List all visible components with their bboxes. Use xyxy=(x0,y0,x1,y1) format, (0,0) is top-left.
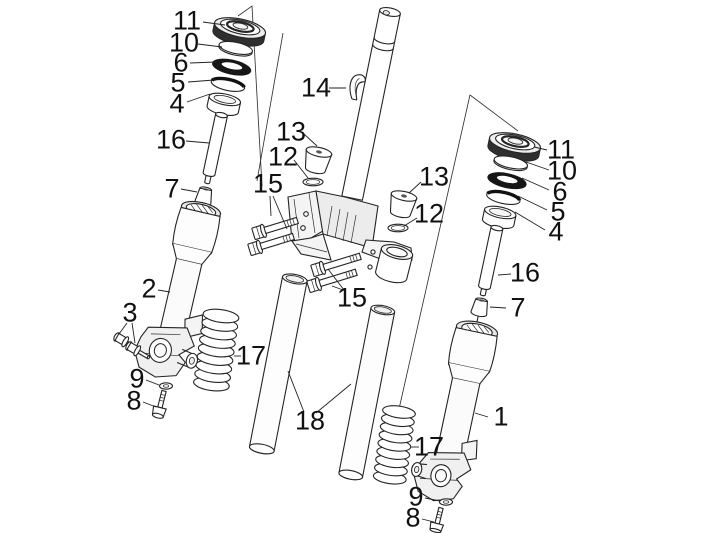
leader-line xyxy=(327,268,345,291)
leader-line xyxy=(187,79,215,83)
callout-label-5: 5 xyxy=(170,67,186,98)
leader-line xyxy=(145,379,160,386)
callout-label-3: 3 xyxy=(122,297,138,328)
leader-line xyxy=(189,61,217,64)
leader-line xyxy=(403,217,418,227)
leader-line xyxy=(272,195,288,230)
callout-label-7: 7 xyxy=(510,292,526,323)
callout-label-17: 17 xyxy=(235,340,267,371)
leader-line xyxy=(131,322,136,344)
callout-label-9: 9 xyxy=(129,363,145,394)
callout-label-16: 16 xyxy=(509,257,541,288)
callout-label-8: 8 xyxy=(405,502,421,533)
leader-line xyxy=(142,401,157,408)
leader-line xyxy=(421,518,435,523)
leader-line xyxy=(408,181,422,194)
leader-line xyxy=(525,161,550,171)
pinch-bolt xyxy=(306,268,358,293)
callout-label-11: 11 xyxy=(546,134,576,165)
leader-line xyxy=(180,188,198,193)
leader-line xyxy=(331,285,347,292)
guide-lines xyxy=(237,5,519,410)
fork-leg-left xyxy=(134,200,222,378)
callout-label-16: 16 xyxy=(155,124,187,155)
callout-label-5: 5 xyxy=(550,196,566,227)
washer-9-right xyxy=(438,498,454,506)
retaining-clip xyxy=(349,74,366,101)
o-ring-12-right xyxy=(387,223,409,233)
leader-line xyxy=(118,322,128,335)
callout-label-10: 10 xyxy=(546,155,578,186)
callout-label-6: 6 xyxy=(173,47,189,78)
axle-fastener xyxy=(125,341,151,360)
spring-17-left xyxy=(193,308,240,392)
callout-label-18: 18 xyxy=(294,405,326,436)
callout-label-17: 17 xyxy=(413,431,445,462)
leader-lines-layer xyxy=(118,21,550,523)
leader-line xyxy=(517,195,548,211)
leader-line xyxy=(293,159,309,179)
callout-label-10: 10 xyxy=(168,27,200,58)
seal-stack-left xyxy=(194,17,267,219)
pinch-bolt xyxy=(247,232,296,256)
lower-yoke xyxy=(287,190,414,284)
seal-stack-right xyxy=(470,132,542,330)
leader-line xyxy=(157,289,171,293)
bolt-8-right xyxy=(429,506,445,533)
bushing-13-left xyxy=(304,146,333,175)
callout-label-7: 7 xyxy=(164,173,180,204)
fork-leg-right xyxy=(411,320,499,502)
callout-label-12: 12 xyxy=(267,141,299,172)
leader-line xyxy=(185,140,210,144)
callout-label-15: 15 xyxy=(252,168,284,199)
leader-line xyxy=(287,370,305,413)
leader-line xyxy=(521,177,550,191)
steering-stem-tube xyxy=(341,7,401,201)
washer-9-left xyxy=(158,382,174,390)
callout-label-2: 2 xyxy=(141,273,157,304)
leader-line xyxy=(303,133,318,147)
callout-label-14: 14 xyxy=(300,72,332,103)
leader-line xyxy=(269,195,272,217)
callout-label-4: 4 xyxy=(169,88,185,119)
callout-label-13: 13 xyxy=(418,161,450,192)
leader-line xyxy=(474,412,489,418)
inner-tube-right xyxy=(338,304,396,481)
leader-line xyxy=(197,43,223,48)
callout-label-4: 4 xyxy=(548,216,564,247)
callout-label-12: 12 xyxy=(413,198,445,229)
leader-line xyxy=(202,21,226,26)
spring-17-right xyxy=(372,405,416,485)
bushing-13-right xyxy=(389,190,418,219)
leader-line xyxy=(315,383,352,414)
leader-line xyxy=(514,211,546,231)
callout-label-8: 8 xyxy=(126,385,142,416)
pinch-bolt xyxy=(310,252,362,277)
callout-label-1: 1 xyxy=(493,401,509,432)
callout-label-9: 9 xyxy=(408,481,424,512)
callout-label-13: 13 xyxy=(275,116,307,147)
o-ring-12-left xyxy=(302,177,324,187)
leader-line xyxy=(186,93,211,103)
pinch-bolt xyxy=(251,216,300,240)
callout-label-6: 6 xyxy=(552,176,568,207)
leader-line xyxy=(533,146,548,151)
leader-line xyxy=(497,273,512,276)
callout-label-15: 15 xyxy=(336,282,368,313)
leader-line xyxy=(424,497,441,502)
callout-label-11: 11 xyxy=(172,5,202,36)
bolt-8-left xyxy=(151,389,167,419)
leader-line xyxy=(489,306,507,309)
inner-tube-left xyxy=(248,273,308,455)
